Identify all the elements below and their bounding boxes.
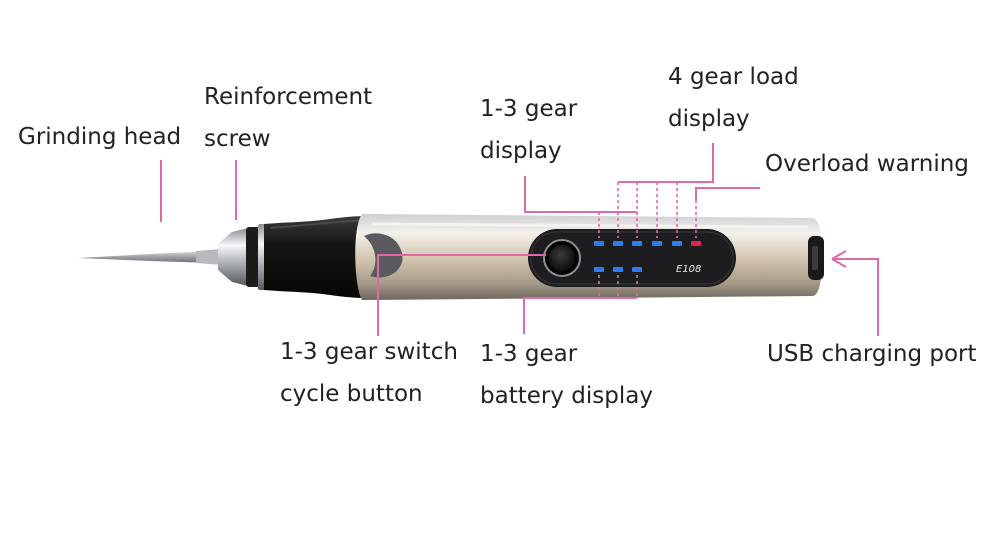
- rubber-grip: [264, 216, 368, 298]
- usb-port-slot: [812, 246, 818, 270]
- label-grinding-head: Grinding head: [18, 116, 181, 158]
- leader-usb-port: [834, 258, 879, 336]
- led-load-2: [672, 241, 682, 246]
- label-load-display-line-2: display: [668, 106, 750, 132]
- leader-gear-display: [524, 176, 599, 213]
- led-battery-1: [594, 267, 604, 272]
- label-overload-warning-line-1: Overload warning: [765, 151, 969, 177]
- label-gear-display-line-1: 1-3 gear: [480, 96, 578, 122]
- control-panel-edge: [530, 231, 734, 285]
- label-switch-button-line-2: cycle button: [280, 381, 423, 407]
- led-gear-2: [613, 241, 623, 246]
- label-battery-display-line-2: battery display: [480, 383, 653, 409]
- label-battery-display: 1-3 gear battery display: [480, 333, 653, 417]
- led-overload: [691, 241, 701, 246]
- label-reinforcement-screw-line-1: Reinforcement: [204, 84, 373, 110]
- label-overload-warning: Overload warning: [765, 143, 969, 185]
- label-reinforcement-screw: Reinforcement screw: [204, 76, 372, 160]
- arrow-left-icon: [831, 250, 847, 268]
- grip-highlight: [269, 219, 367, 229]
- led-battery-2: [613, 267, 623, 272]
- gear-switch-button-face: [549, 245, 575, 271]
- grinding-bit: [78, 251, 214, 263]
- label-usb-port: USB charging port: [767, 333, 977, 375]
- label-grinding-head-line-1: Grinding head: [18, 124, 182, 150]
- leader-switch-button: [377, 254, 546, 336]
- grinding-bit-shank: [196, 249, 222, 265]
- leader-battery-display: [523, 297, 599, 334]
- control-panel: [528, 229, 736, 287]
- chrome-collet: [218, 228, 248, 286]
- led-battery-3: [632, 267, 642, 272]
- leader-load-display: [618, 143, 714, 183]
- label-gear-display-line-2: display: [480, 138, 562, 164]
- callout-leaders: [160, 143, 879, 336]
- led-gear-1: [594, 241, 604, 246]
- label-switch-button: 1-3 gear switch cycle button: [280, 331, 458, 415]
- label-load-display: 4 gear load display: [668, 56, 799, 140]
- label-usb-port-line-1: USB charging port: [767, 341, 977, 367]
- label-load-display-line-1: 4 gear load: [668, 64, 799, 90]
- label-gear-display: 1-3 gear display: [480, 88, 577, 172]
- led-load-1: [652, 241, 662, 246]
- leader-overload-warning: [695, 187, 760, 200]
- label-battery-display-line-1: 1-3 gear: [480, 341, 578, 367]
- label-reinforcement-screw-line-2: screw: [204, 126, 271, 152]
- model-text: E108: [676, 264, 701, 275]
- body-highlight: [371, 222, 809, 229]
- reinforcement-screw-ring: [246, 227, 260, 287]
- led-gear-3: [632, 241, 642, 246]
- label-switch-button-line-1: 1-3 gear switch: [280, 339, 458, 365]
